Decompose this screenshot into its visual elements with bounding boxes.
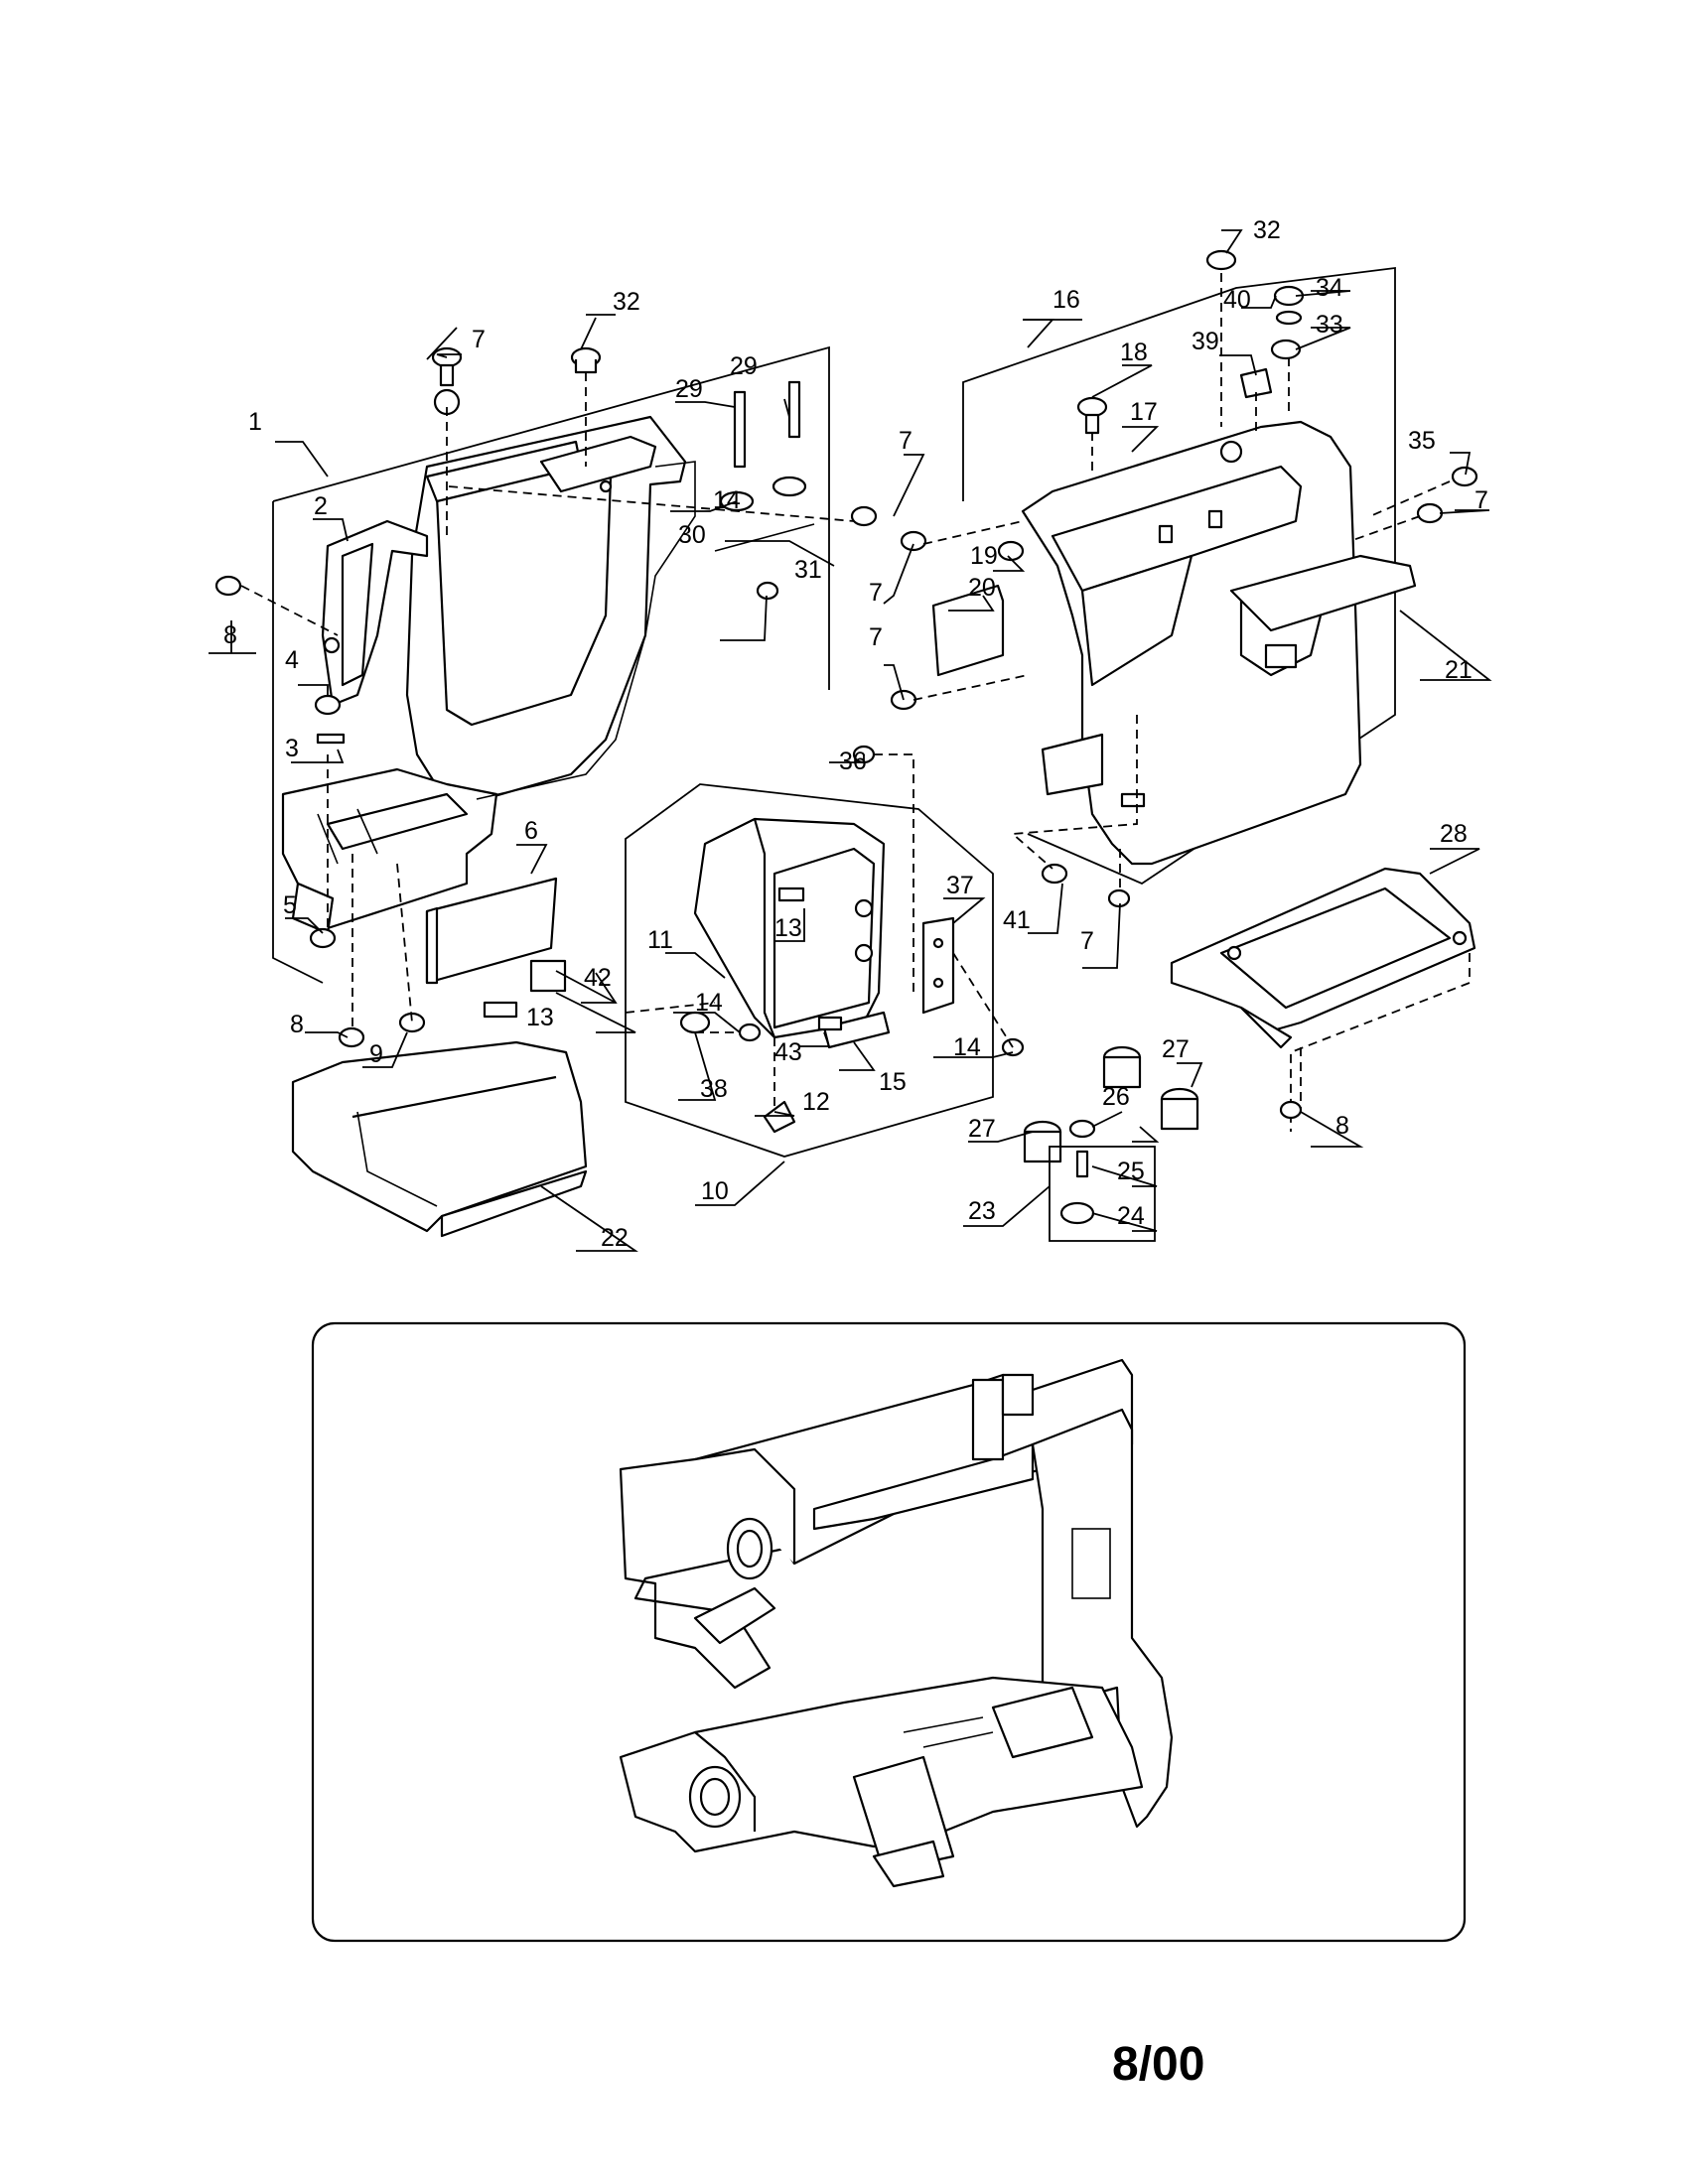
part-13-label-lower <box>483 1001 518 1019</box>
callout-43: 43 <box>774 1038 802 1066</box>
assembly-lines-left <box>240 372 855 1032</box>
callout-24: 24 <box>1117 1202 1145 1230</box>
front-cover-assembly <box>272 345 830 984</box>
callout-37: 37 <box>946 872 974 899</box>
feet-parts <box>1023 1045 1303 1242</box>
callout-14-c: 14 <box>953 1033 981 1061</box>
extension-table-22 <box>291 1040 588 1238</box>
callout-8-c: 8 <box>1335 1112 1349 1140</box>
callout-23: 23 <box>968 1197 996 1225</box>
callout-6: 6 <box>524 817 538 845</box>
machine-frame-inset <box>311 1321 1467 1943</box>
callout-13-a: 13 <box>774 914 802 942</box>
inset-panel <box>311 1321 1467 1943</box>
callout-32-a: 32 <box>613 288 640 316</box>
callout-11: 11 <box>647 926 673 954</box>
callout-36: 36 <box>839 748 867 775</box>
callout-15: 15 <box>879 1068 907 1096</box>
cap-32-left <box>570 346 602 374</box>
page-number: 8/00 <box>1112 2038 1205 2091</box>
spool-pins-29 <box>714 380 815 552</box>
callout-14-b: 14 <box>695 989 723 1017</box>
callout-7-b: 7 <box>899 427 912 455</box>
callout-40: 40 <box>1223 286 1251 314</box>
callout-1: 1 <box>248 408 262 436</box>
callout-13-b: 13 <box>526 1004 554 1031</box>
callout-7-e: 7 <box>1474 486 1488 514</box>
callout-7-f: 7 <box>1080 927 1094 955</box>
screws-left <box>214 505 878 1048</box>
callout-8-a: 8 <box>223 621 237 649</box>
rear-cover-assembly <box>890 249 1478 908</box>
callout-numbers: 1 2 3 4 5 6 7 7 7 7 7 7 8 8 8 9 10 11 12… <box>223 216 1488 1252</box>
part-42-label <box>529 959 567 993</box>
callout-5: 5 <box>283 891 297 919</box>
machine-frame-drawing <box>619 1358 1174 1888</box>
callout-16: 16 <box>1052 286 1080 314</box>
callout-7-d: 7 <box>869 623 883 651</box>
callout-14-a: 14 <box>713 486 741 514</box>
callout-20: 20 <box>968 574 996 602</box>
callout-9: 9 <box>369 1040 383 1068</box>
callout-8-b: 8 <box>290 1011 304 1038</box>
base-plate-28 <box>1170 867 1476 1049</box>
callout-7-a: 7 <box>472 326 486 353</box>
assembly-lines-base <box>1290 953 1471 1132</box>
callout-3: 3 <box>285 735 299 762</box>
callout-41: 41 <box>1003 906 1031 934</box>
part-6-plate <box>425 877 558 985</box>
callout-2: 2 <box>314 492 328 520</box>
callout-33: 33 <box>1316 311 1343 339</box>
callout-17: 17 <box>1130 398 1158 426</box>
callout-4: 4 <box>285 646 299 674</box>
callout-22: 22 <box>601 1224 629 1252</box>
callout-7-c: 7 <box>869 579 883 607</box>
callout-25: 25 <box>1117 1158 1145 1185</box>
callout-28: 28 <box>1440 820 1468 848</box>
assembly-lines-right <box>912 273 1451 893</box>
callout-42: 42 <box>584 964 612 992</box>
callout-32-b: 32 <box>1253 216 1281 244</box>
callout-38: 38 <box>700 1075 728 1103</box>
callout-12: 12 <box>802 1088 830 1116</box>
callout-34: 34 <box>1316 274 1343 302</box>
callout-39: 39 <box>1192 328 1219 355</box>
callout-19: 19 <box>970 542 998 570</box>
callout-35: 35 <box>1408 427 1436 455</box>
callout-18: 18 <box>1120 339 1148 366</box>
callout-29-a: 29 <box>675 375 703 403</box>
callout-26: 26 <box>1102 1083 1130 1111</box>
bobbin-cover-assembly <box>625 745 1025 1158</box>
leader-lines <box>209 229 1492 1252</box>
callout-27-b: 27 <box>968 1115 996 1143</box>
callout-27-a: 27 <box>1162 1035 1190 1063</box>
assembly-lines-bobbin <box>625 753 1014 1107</box>
callout-31: 31 <box>794 556 822 584</box>
callout-10: 10 <box>701 1177 729 1205</box>
callout-21: 21 <box>1445 656 1473 684</box>
callout-30: 30 <box>678 521 706 549</box>
callout-29-b: 29 <box>730 352 758 380</box>
